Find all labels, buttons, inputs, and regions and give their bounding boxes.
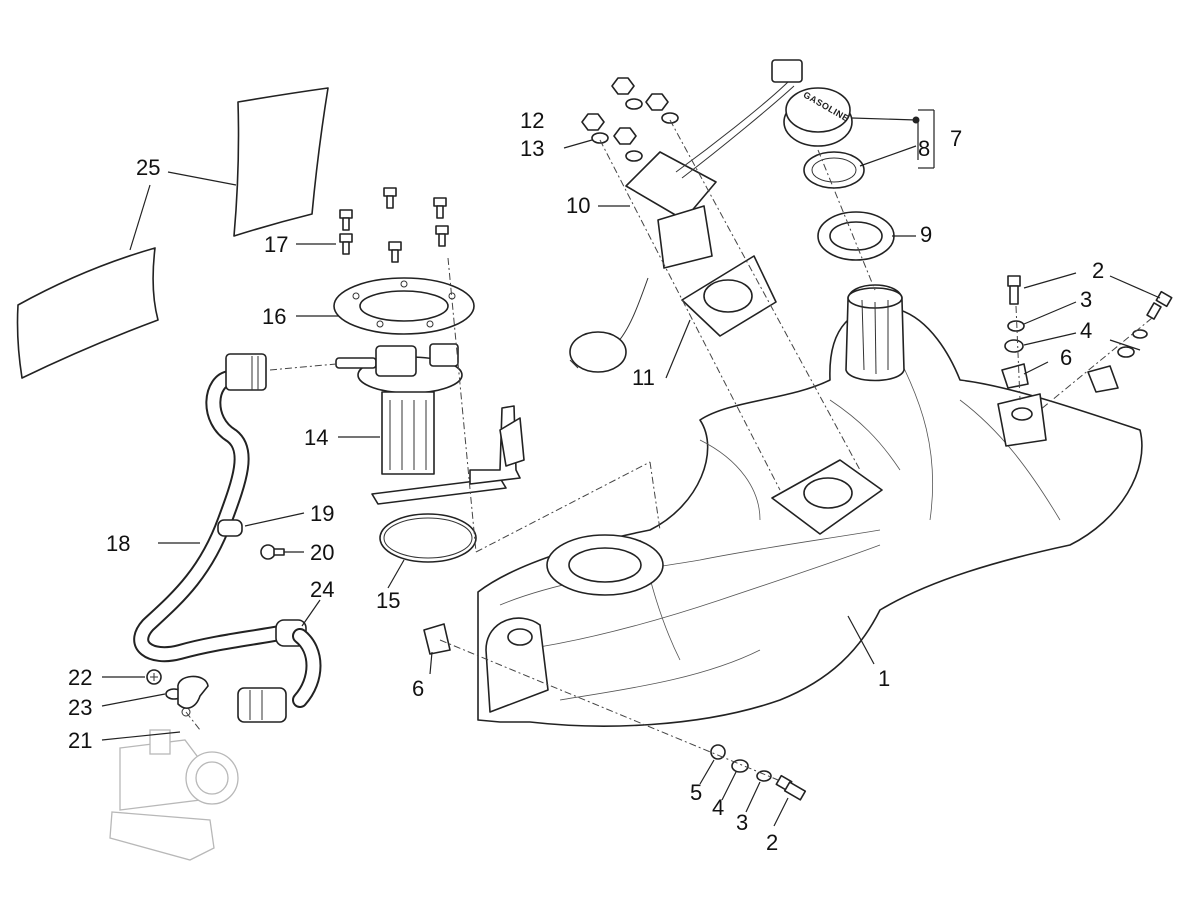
callout-1: 1 (878, 666, 890, 691)
callout-24: 24 (310, 577, 334, 602)
fuel-hose (133, 353, 322, 723)
throttle-body-reference (109, 729, 239, 861)
callout-12: 12 (520, 108, 544, 133)
callout-9: 9 (920, 222, 932, 247)
fuel-tank (477, 284, 1143, 727)
callout-16: 16 (262, 304, 286, 329)
callout-labels: 1 2 2 3 3 4 4 5 6 6 7 8 9 10 11 12 13 14… (68, 108, 1104, 855)
callout-2-bottom: 2 (766, 830, 778, 855)
callout-15: 15 (376, 588, 400, 613)
o-ring (379, 513, 477, 563)
assembly-axes (185, 119, 1153, 781)
leader-lines (101, 109, 1161, 827)
callout-6-top: 6 (1060, 345, 1072, 370)
callout-20: 20 (310, 540, 334, 565)
callout-3-top: 3 (1080, 287, 1092, 312)
fuel-pump (335, 343, 525, 505)
spacer-and-screw (217, 519, 285, 560)
retaining-ring (333, 277, 475, 335)
callout-5: 5 (690, 780, 702, 805)
decal-sheets (16, 87, 329, 379)
callout-18: 18 (106, 531, 130, 556)
sender-gasket (681, 255, 777, 337)
callout-2-top: 2 (1092, 258, 1104, 283)
filler-ring (817, 211, 895, 261)
callout-13: 13 (520, 136, 544, 161)
screws-17 (339, 187, 449, 263)
callout-22: 22 (68, 665, 92, 690)
callout-4-top: 4 (1080, 318, 1092, 343)
hose-clamp-set (146, 669, 209, 717)
callout-11: 11 (632, 365, 655, 390)
callout-23: 23 (68, 695, 92, 720)
fuel-level-sender (569, 59, 803, 373)
callout-3-bottom: 3 (736, 810, 748, 835)
cap-gasket (803, 151, 865, 189)
callout-14: 14 (304, 425, 328, 450)
callout-6-bottom: 6 (412, 676, 424, 701)
callout-7: 7 (950, 126, 962, 151)
fuel-cap: GASOLINE (783, 87, 853, 147)
callout-19: 19 (310, 501, 334, 526)
callout-4-bottom: 4 (712, 795, 724, 820)
nuts-and-washers (581, 77, 679, 162)
callout-17: 17 (264, 232, 288, 257)
callout-21: 21 (68, 728, 92, 753)
tank-hardware-rear (1001, 275, 1173, 393)
callout-25: 25 (136, 155, 160, 180)
callout-10: 10 (566, 193, 590, 218)
callout-8: 8 (918, 136, 930, 161)
